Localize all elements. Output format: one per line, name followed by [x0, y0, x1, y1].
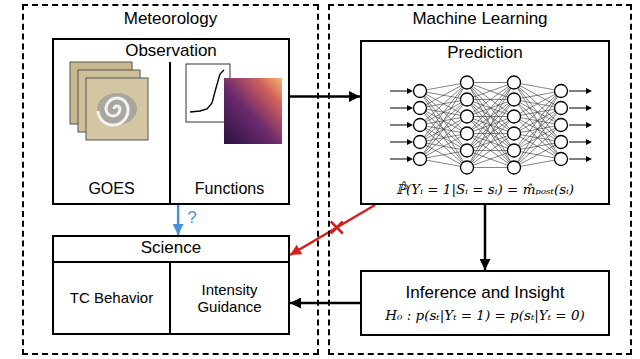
formula-text: H₀ : p(sₜ|Yₜ = 1) = p(sₜ|Yₜ = 0) — [385, 308, 585, 324]
box-title: Science — [141, 238, 201, 258]
chart-frame — [186, 64, 230, 122]
neuron-layer — [555, 85, 568, 166]
chart-curve — [190, 70, 224, 112]
neuron-layer — [414, 85, 427, 166]
dashed-panel: MeteorologyObservationGOES FunctionsScien… — [22, 4, 319, 355]
flow-arrow — [484, 205, 487, 270]
edge-label: ? — [186, 209, 197, 228]
box-title: GOES — [88, 180, 134, 198]
box-title: Observation — [125, 41, 217, 61]
cloud-shape — [97, 93, 137, 125]
image-cell: GOES — [54, 62, 171, 203]
box-title: Machine Learning — [412, 9, 547, 29]
box-title: Prediction — [447, 43, 523, 63]
flow-arrow — [290, 205, 375, 255]
process-box: Predictionℙ̂(Yᵢ = 1|Sᵢ = sᵢ) = m̂ₚₒₛₜ(sᵢ… — [360, 40, 610, 205]
dashed-panel: Machine LearningPredictionℙ̂(Yᵢ = 1|Sᵢ =… — [328, 4, 632, 355]
box-title: Inference and Insight — [406, 283, 565, 303]
formula-text: ℙ̂(Yᵢ = 1|Sᵢ = sᵢ) = m̂ₚₒₛₜ(sᵢ) — [396, 182, 574, 198]
process-box: Inference and Insight H₀ : p(sₜ|Yₜ = 1) =… — [360, 270, 610, 336]
input-arrows — [390, 91, 408, 159]
input-arrowheads — [407, 88, 413, 162]
process-box: Science TC Behavior Intensity Guidance — [52, 235, 290, 335]
image-cell: Functions — [171, 62, 288, 203]
flow-arrow — [290, 95, 360, 98]
heatmap-image — [224, 78, 282, 144]
box-title: Functions — [195, 180, 264, 198]
network-links — [467, 83, 514, 168]
output-arrowheads — [586, 88, 592, 162]
topic-cell: Intensity Guidance — [171, 261, 288, 333]
flow-arrow — [290, 302, 360, 305]
box-title: TC Behavior — [70, 289, 153, 306]
topic-cell: TC Behavior — [54, 261, 171, 333]
box-title: Meteorology — [124, 9, 218, 29]
satellite-image — [86, 78, 148, 140]
process-box: ObservationGOES Functions — [52, 38, 290, 205]
edge-label-holder: ? — [186, 209, 197, 228]
neuron-layer — [461, 76, 474, 174]
storm-swirl — [98, 98, 128, 125]
box-title: Intensity Guidance — [178, 281, 282, 316]
flow-arrow — [177, 205, 180, 235]
output-arrows — [569, 91, 587, 159]
blocked-cross — [331, 222, 343, 234]
neuron-layer — [508, 76, 521, 174]
